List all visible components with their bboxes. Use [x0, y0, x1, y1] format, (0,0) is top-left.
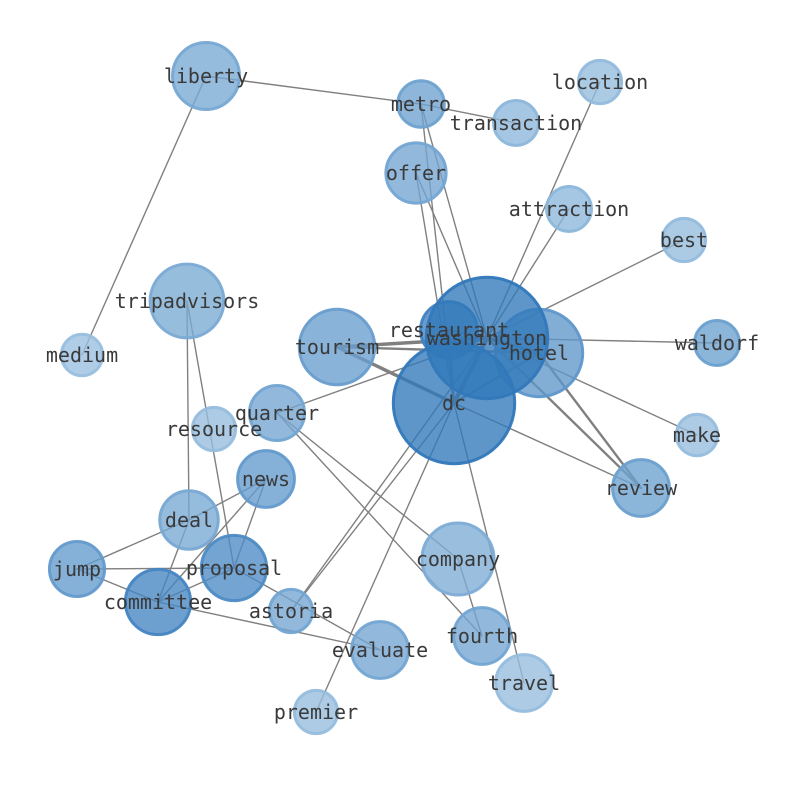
node-location [576, 58, 624, 106]
node-astoria [267, 587, 315, 635]
label-proposal: proposal [186, 556, 282, 580]
label-liberty: liberty [164, 64, 248, 88]
label-committee: committee [104, 590, 212, 614]
node-proposal [199, 533, 269, 603]
label-metro: metro [391, 92, 451, 116]
label-fourth: fourth [446, 624, 518, 648]
label-deal: deal [165, 508, 213, 532]
label-astoria: astoria [249, 599, 333, 623]
label-travel: travel [488, 671, 560, 695]
label-restaurant: restaurant [389, 318, 509, 342]
node-transaction [492, 99, 540, 147]
node-quarter [247, 383, 307, 443]
node-evaluate [350, 620, 410, 680]
edge-liberty-medium [81, 75, 207, 356]
label-quarter: quarter [235, 401, 319, 425]
edge-liberty-metro [205, 75, 422, 105]
label-news: news [242, 467, 290, 491]
node-waldorf [693, 319, 741, 367]
node-premier [292, 688, 340, 736]
label-attraction: attraction [509, 197, 629, 221]
label-best: best [660, 228, 708, 252]
label-tripadvisors: tripadvisors [115, 289, 260, 313]
node-resource [190, 405, 238, 453]
label-tourism: tourism [295, 335, 379, 359]
label-hotel: hotel [509, 341, 569, 365]
node-deal [158, 489, 220, 551]
edge-quarter-company [276, 412, 459, 560]
label-evaluate: evaluate [332, 638, 428, 662]
node-liberty [171, 41, 241, 111]
label-dc: dc [442, 391, 466, 415]
node-travel [494, 653, 554, 713]
node-review [611, 458, 671, 518]
node-fourth [452, 606, 512, 666]
node-tourism [297, 307, 377, 387]
node-dc [391, 340, 517, 466]
label-company: company [416, 547, 500, 571]
node-company [420, 521, 496, 597]
label-resource: resource [166, 417, 262, 441]
node-attraction [545, 185, 593, 233]
label-make: make [673, 423, 721, 447]
node-best [660, 216, 708, 264]
edge-quarter-fourth [276, 412, 483, 637]
edge-committee-evaluate [157, 601, 381, 651]
label-offer: offer [386, 161, 446, 185]
label-jump: jump [53, 557, 101, 581]
node-make [674, 412, 720, 458]
label-medium: medium [46, 343, 118, 367]
label-washington: washington [427, 326, 547, 350]
label-transaction: transaction [450, 111, 582, 135]
node-medium [59, 332, 105, 378]
node-news [236, 449, 296, 509]
node-committee [123, 567, 193, 637]
label-review: review [605, 476, 678, 500]
node-offer [384, 141, 448, 205]
node-metro [396, 79, 446, 129]
node-jump [47, 539, 107, 599]
label-location: location [552, 70, 648, 94]
label-premier: premier [274, 700, 358, 724]
node-tripadvisors [148, 262, 226, 340]
label-waldorf: waldorf [675, 331, 759, 355]
